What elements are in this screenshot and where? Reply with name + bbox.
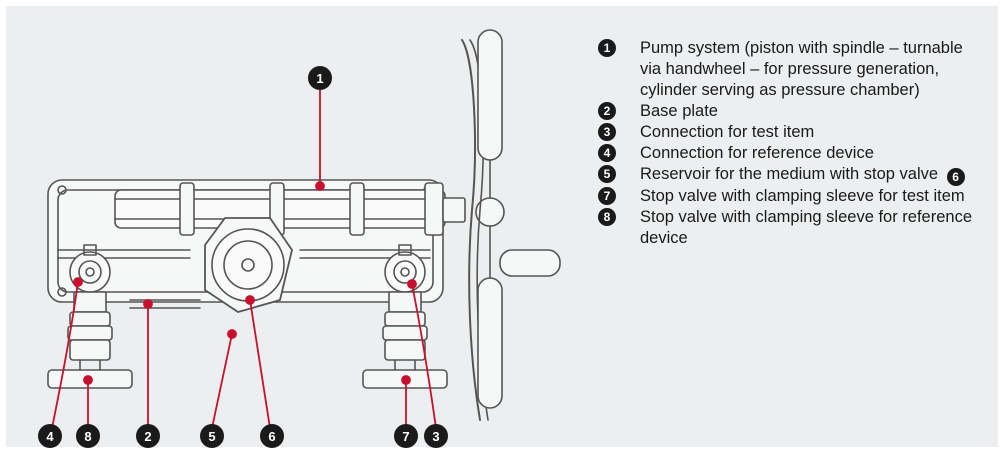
legend-item: 4 Connection for reference device: [598, 143, 978, 164]
callout-1-label: 1: [316, 71, 323, 86]
callout-3-label: 3: [432, 429, 439, 444]
callout-6-label: 6: [268, 429, 275, 444]
legend-text: Stop valve with clamping sleeve for test…: [640, 187, 965, 205]
callout-5: 5: [200, 424, 224, 448]
legend-number: 1: [598, 39, 616, 57]
handwheel-side-grip: [499, 249, 561, 277]
legend-number: 8: [598, 208, 616, 226]
legend-inline-number: 6: [946, 168, 965, 186]
handwheel-upper-grip: [477, 29, 503, 161]
callout-2-label: 2: [144, 429, 151, 444]
callout-5-label: 5: [208, 429, 215, 444]
legend-text: Connection for test item: [640, 123, 815, 141]
legend-number: 3: [598, 123, 616, 141]
pump-diagram: 1 4 8 2 5 6 7 3: [38, 29, 561, 448]
test-item-connection: [384, 251, 426, 293]
callout-8-label: 8: [84, 429, 91, 444]
callout-7-label: 7: [402, 429, 409, 444]
callout-2: 2: [136, 424, 160, 448]
callout-1: 1: [308, 66, 332, 90]
legend-text: Base plate: [640, 102, 718, 120]
legend-item: 7 Stop valve with clamping sleeve for te…: [598, 186, 978, 207]
callout-8: 8: [76, 424, 100, 448]
callout-4-label: 4: [46, 429, 54, 444]
legend-number: 7: [598, 187, 616, 205]
legend-text: Connection for reference device: [640, 144, 874, 162]
legend-text: Pump system (piston with spindle – turna…: [640, 39, 963, 99]
legend-number: 5: [598, 165, 616, 183]
legend-item: 5 Reservoir for the medium with stop val…: [598, 164, 978, 186]
component-legend: 1 Pump system (piston with spindle – tur…: [598, 38, 978, 249]
legend-item: 2 Base plate: [598, 101, 978, 122]
legend-text: Stop valve with clamping sleeve for refe…: [640, 208, 972, 247]
legend-item: 3 Connection for test item: [598, 122, 978, 143]
legend-item: 8 Stop valve with clamping sleeve for re…: [598, 207, 978, 249]
legend-number: 2: [598, 102, 616, 120]
callout-4: 4: [38, 424, 62, 448]
legend-text: Reservoir for the medium with stop valve: [640, 165, 939, 183]
callout-7: 7: [394, 424, 418, 448]
legend-item: 1 Pump system (piston with spindle – tur…: [598, 38, 978, 101]
handwheel-lower-grip: [477, 277, 503, 409]
handwheel-rim: [461, 39, 481, 421]
legend-number: 4: [598, 144, 616, 162]
callout-6: 6: [260, 424, 284, 448]
callout-3: 3: [424, 424, 448, 448]
